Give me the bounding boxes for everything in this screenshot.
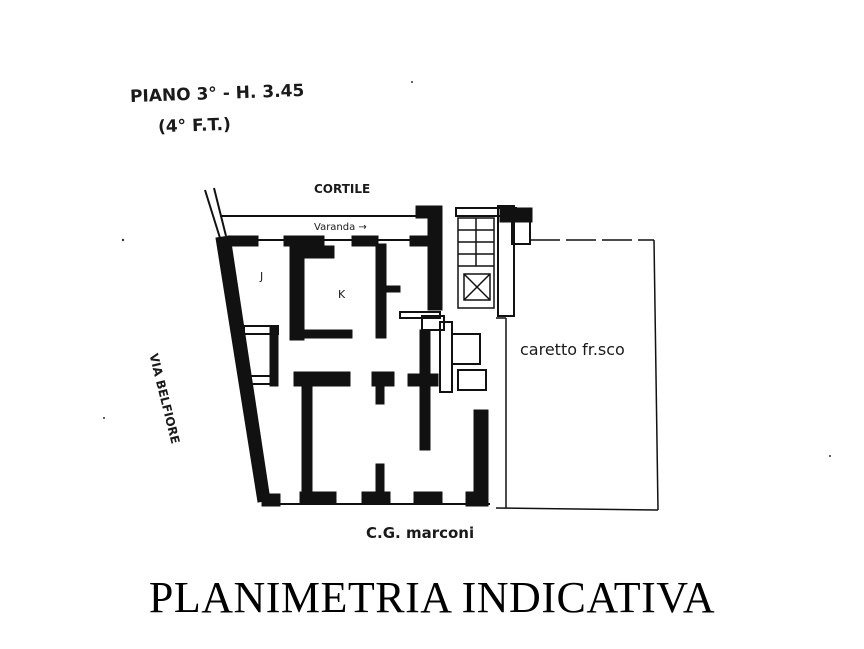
stair-wall-right [497,205,515,317]
courtyard-label: CORTILE [314,182,371,196]
bottom-street-label: C.G. marconi [366,524,475,542]
wall-vert-3 [419,329,431,451]
wall-bottom-3 [361,491,391,505]
room-k-label: K [338,288,346,301]
wall-bottom-4 [413,491,443,505]
adjacent-property-label: caretto fr.sco [520,340,625,359]
adjacent-property-outline [495,239,659,511]
stair-wall-top [415,205,443,219]
balcony-label: Varanda → [314,222,367,233]
staircase [457,217,495,309]
room-j-label: J [260,270,264,283]
wall-top-1 [227,235,259,247]
wall-int-1 [289,243,305,341]
wall-vert-1 [301,383,313,497]
stair-wall-left [427,205,443,311]
wall-mid-1 [293,371,351,387]
wall-top-3 [351,235,379,247]
wall-bottom-2 [299,491,337,505]
page-caption: PLANIMETRIA INDICATIVA [148,573,716,622]
wall-vert-2 [375,383,385,405]
